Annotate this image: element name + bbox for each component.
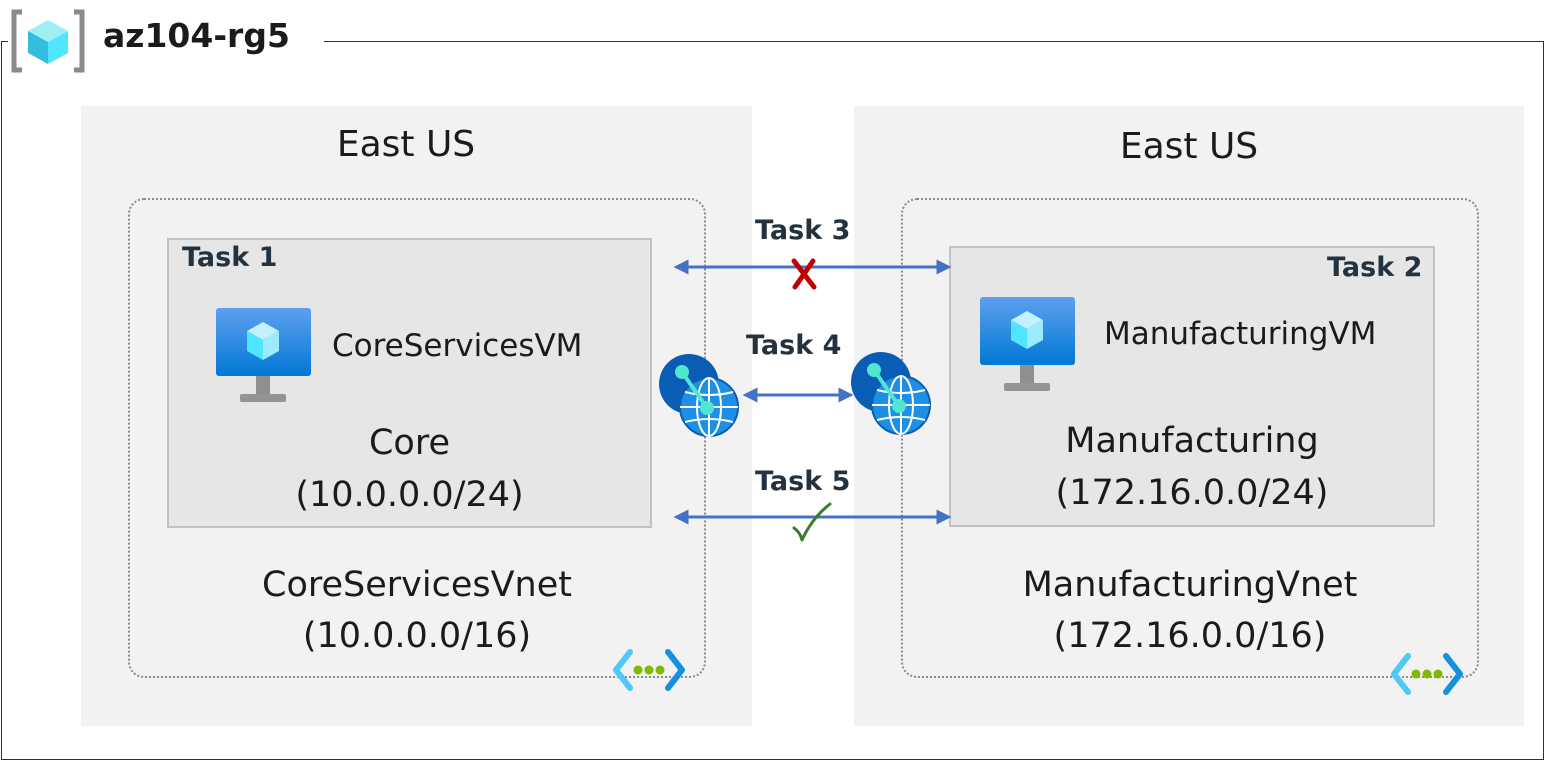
task-2-label: Task 2 bbox=[1327, 252, 1423, 283]
success-check-icon bbox=[792, 502, 832, 542]
manufacturing-vm-icon bbox=[980, 297, 1075, 391]
region-left-label: East US bbox=[336, 124, 476, 165]
manufacturing-vnet-cidr: (172.16.0.0/16) bbox=[1053, 616, 1327, 656]
vnet-manufacturing bbox=[901, 198, 1479, 678]
task-3-label: Task 3 bbox=[755, 215, 851, 246]
core-vm-name: CoreServicesVM bbox=[332, 328, 583, 364]
core-vnet-name: CoreServicesVnet bbox=[262, 565, 572, 605]
task-4-label: Task 4 bbox=[746, 330, 842, 361]
vnet-manufacturing-icon bbox=[1391, 653, 1463, 695]
manufacturing-vnet-name: ManufacturingVnet bbox=[1022, 565, 1358, 605]
core-subnet-cidr: (10.0.0.0/24) bbox=[295, 475, 524, 515]
manufacturing-vm-name: ManufacturingVM bbox=[1104, 316, 1377, 352]
vnet-core-services bbox=[128, 198, 706, 678]
vnet-core-icon bbox=[613, 649, 685, 691]
resource-group-icon bbox=[11, 9, 85, 73]
peering-manufacturing-icon bbox=[851, 352, 931, 435]
resource-group-frame bbox=[1, 41, 1544, 760]
core-subnet-name: Core bbox=[368, 423, 450, 463]
resource-group-title: az104-rg5 bbox=[103, 16, 290, 55]
region-right-label: East US bbox=[1119, 126, 1259, 167]
peering-core-icon bbox=[659, 354, 739, 437]
core-vm-icon bbox=[216, 308, 311, 402]
manufacturing-subnet-name: Manufacturing bbox=[1065, 421, 1319, 461]
task-5-label: Task 5 bbox=[755, 466, 851, 497]
subnet-core bbox=[167, 238, 652, 528]
task-1-label: Task 1 bbox=[182, 242, 278, 273]
fail-x-icon bbox=[791, 258, 817, 290]
core-vnet-cidr: (10.0.0.0/16) bbox=[302, 616, 532, 656]
manufacturing-subnet-cidr: (172.16.0.0/24) bbox=[1055, 473, 1329, 513]
